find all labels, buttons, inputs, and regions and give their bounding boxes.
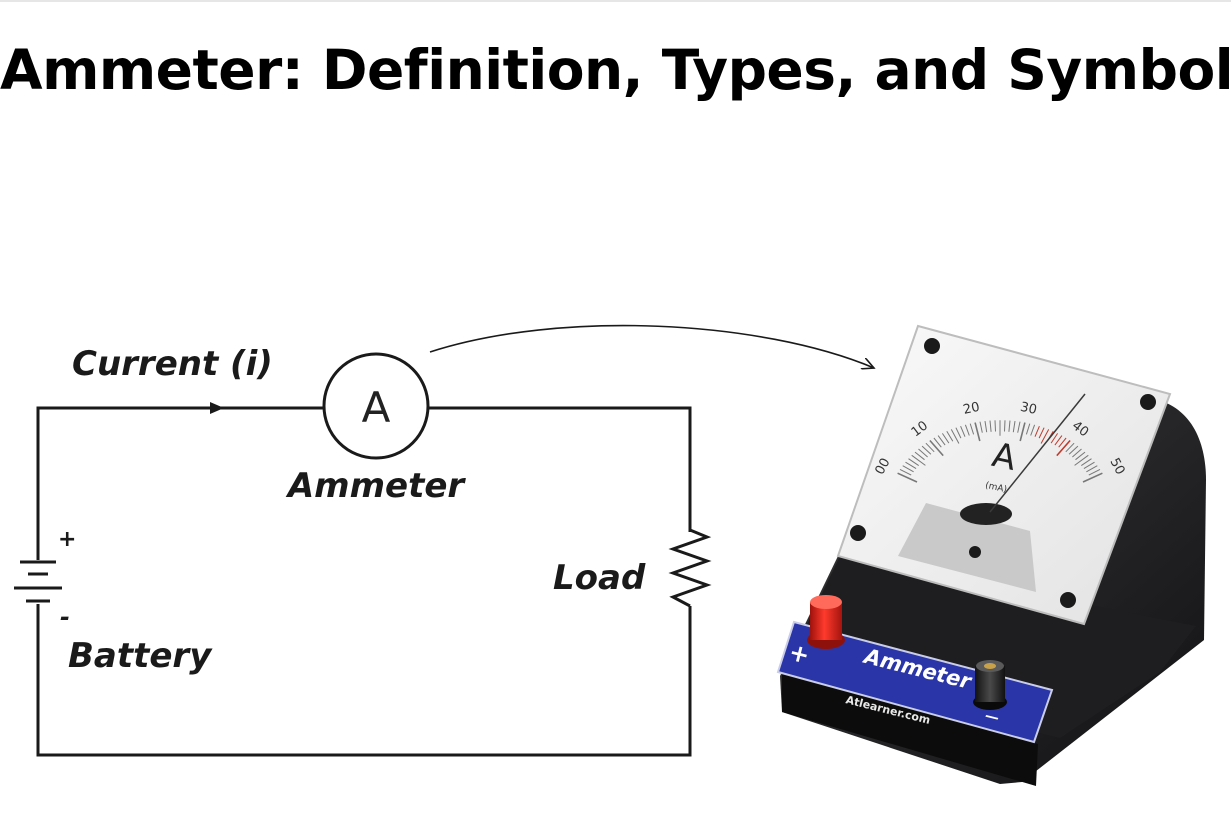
scale-ticks bbox=[897, 420, 1103, 483]
top-divider bbox=[0, 0, 1231, 2]
scale-tick bbox=[1017, 421, 1021, 433]
needle-pivot bbox=[960, 503, 1012, 525]
scale-tick bbox=[905, 461, 917, 470]
scale-tick bbox=[1056, 439, 1071, 457]
scale-tick bbox=[902, 465, 914, 473]
scale-number-2: 20 bbox=[962, 400, 981, 418]
circuit-wire-bottom bbox=[36, 604, 692, 757]
scale-tick bbox=[969, 423, 975, 435]
load-label: Load bbox=[553, 558, 646, 598]
scale-tick bbox=[1086, 465, 1098, 473]
scale-tick bbox=[1040, 429, 1050, 444]
screw-top-right bbox=[1140, 394, 1156, 410]
scale-tick bbox=[918, 448, 928, 458]
scale-tick bbox=[897, 472, 918, 483]
scale-tick bbox=[1072, 448, 1082, 458]
screw-top-left bbox=[924, 338, 940, 354]
scale-tick bbox=[1074, 454, 1089, 466]
circuit: A + - Current (i) Ammeter Battery Load bbox=[14, 344, 712, 757]
scale-tick bbox=[1075, 451, 1086, 461]
device-plate-minus: — bbox=[983, 708, 1000, 727]
scale-tick bbox=[929, 439, 944, 457]
current-arrow-icon bbox=[210, 402, 224, 414]
scale-tick bbox=[979, 421, 983, 433]
scale-tick bbox=[974, 422, 981, 442]
scale-tick bbox=[1025, 423, 1031, 435]
device-label-plate bbox=[776, 620, 1054, 744]
scale-tick bbox=[1004, 420, 1006, 432]
meter-needle bbox=[989, 393, 1086, 513]
battery-plus-sign: + bbox=[58, 527, 76, 552]
scale-tick bbox=[1088, 468, 1101, 476]
scale-tick bbox=[1050, 433, 1059, 444]
scale-tick bbox=[1081, 458, 1092, 467]
pointer-arrow-icon bbox=[429, 324, 874, 368]
battery-icon bbox=[14, 560, 62, 603]
scale-tick bbox=[1082, 472, 1103, 483]
scale-tick bbox=[1019, 422, 1026, 442]
needle-housing bbox=[898, 503, 1036, 592]
scale-tick bbox=[1054, 435, 1063, 446]
scale-tick bbox=[955, 427, 962, 439]
scale-tick bbox=[911, 454, 926, 466]
scale-number-0: 00 bbox=[873, 456, 894, 478]
scale-tick bbox=[914, 451, 925, 461]
dial-unit: (mA) bbox=[984, 481, 1008, 495]
page-title: Ammeter: Definition, Types, and Symbol bbox=[0, 38, 1231, 102]
device-base-front bbox=[782, 672, 1038, 786]
screw-bottom-right bbox=[1060, 592, 1076, 608]
scale-tick bbox=[946, 431, 954, 442]
scale-tick bbox=[908, 458, 919, 467]
battery-minus-sign: - bbox=[60, 603, 70, 631]
scale-number-5: 50 bbox=[1106, 456, 1127, 478]
current-label: Current (i) bbox=[72, 344, 273, 384]
red-terminal bbox=[807, 595, 845, 649]
battery-label: Battery bbox=[68, 636, 213, 676]
scale-tick bbox=[960, 426, 966, 437]
scale-tick bbox=[989, 420, 992, 432]
ammeter-symbol-letter: A bbox=[362, 383, 391, 432]
housing-screw bbox=[969, 546, 981, 558]
ammeter-label: Ammeter bbox=[285, 466, 467, 506]
load-resistor-icon bbox=[668, 528, 712, 608]
black-terminal bbox=[973, 660, 1007, 710]
scale-tick bbox=[925, 442, 935, 453]
scale-tick bbox=[964, 424, 970, 436]
scale-tick bbox=[950, 429, 960, 444]
ammeter-symbol-circle bbox=[322, 352, 430, 460]
scale-tick bbox=[933, 437, 942, 448]
scale-number-3: 30 bbox=[1019, 400, 1038, 418]
ammeter-device: + Ammeter — Atlearner.com bbox=[776, 324, 1206, 786]
scale-tick bbox=[1058, 437, 1067, 448]
scale-tick bbox=[1030, 424, 1036, 436]
scale-tick bbox=[1034, 426, 1040, 437]
scale-tick bbox=[899, 468, 912, 476]
circuit-wire-top-left bbox=[36, 406, 323, 560]
scale-tick bbox=[1065, 442, 1075, 453]
scale-tick bbox=[937, 435, 946, 446]
scale-tick bbox=[921, 445, 932, 455]
circuit-wire-top-right bbox=[429, 406, 692, 532]
scale-tick bbox=[1008, 420, 1011, 432]
scale-tick bbox=[994, 420, 996, 432]
screw-bottom-left bbox=[850, 525, 866, 541]
scale-tick bbox=[941, 433, 950, 444]
scale-tick bbox=[1083, 461, 1095, 470]
scale-tick bbox=[1068, 445, 1079, 455]
scale-tick bbox=[984, 421, 988, 433]
scale-tick bbox=[1038, 427, 1045, 439]
scale-tick bbox=[1012, 421, 1016, 433]
